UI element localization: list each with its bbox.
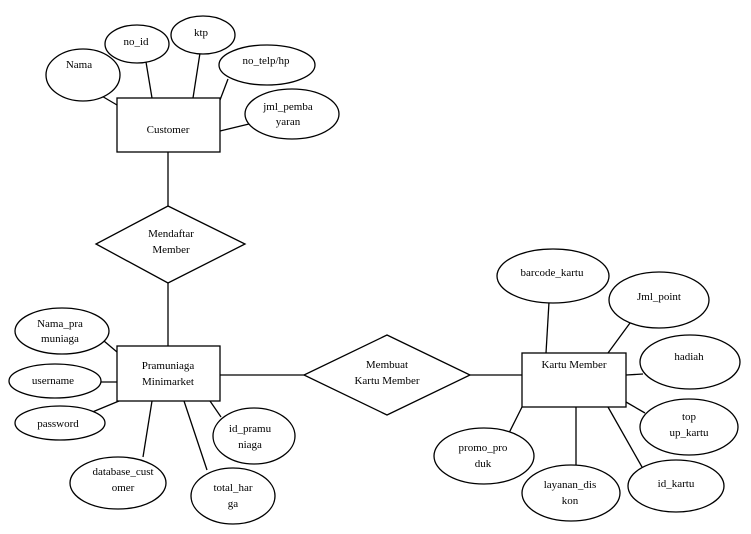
entity-pramuniaga-label-line2: Minimarket [142,376,194,388]
attribute-total-harga-line2: ga [228,498,239,510]
entity-customer-label: Customer [147,124,190,136]
attribute-database-customer-line2: omer [112,482,135,494]
entity-kartu-member-label: Kartu Member [541,359,606,371]
attribute-jml-point-label: Jml_point [637,291,681,303]
attribute-jml-pembayaran-line2: yaran [276,116,301,128]
attribute-layanan-diskon-line2: kon [562,495,579,507]
attribute-promo-produk-line1: promo_pro [459,442,508,454]
relationship-mendaftar-label-line1: Mendaftar [148,228,194,240]
attribute-nama-pramuniaga-line1: Nama_pra [37,318,83,330]
line-pramuniaga-total-harga [183,400,208,471]
relationship-membuat-kartu-member[interactable]: Membuat Kartu Member [302,334,472,416]
entity-kartu-member[interactable]: Kartu Member [521,352,627,408]
entity-pramuniaga-minimarket[interactable]: Pramuniaga Minimarket [116,345,221,402]
attribute-jml-pembayaran-line1: jml_pemba [262,101,313,113]
attribute-layanan-diskon[interactable]: layanan_dis kon [521,464,621,522]
attribute-database-customer-line1: database_cust [92,466,153,478]
attribute-nama-pramuniaga[interactable]: Nama_pra muniaga [14,307,110,355]
relationship-mendaftar-member[interactable]: Mendaftar Member [94,205,247,284]
connectors [89,52,646,471]
attribute-barcode-kartu-label: barcode_kartu [521,267,584,279]
line-kartu-barcode [545,301,550,354]
attribute-username[interactable]: username [8,363,102,399]
attribute-top-up-line2: up_kartu [669,427,709,439]
attribute-promo-produk[interactable]: promo_pro duk [433,427,535,485]
attribute-jml-pembayaran[interactable]: jml_pemba yaran [244,88,340,140]
attribute-nama-label: Nama [66,59,92,71]
line-customer-jml-pembayaran [219,123,250,132]
attribute-total-harga[interactable]: total_har ga [190,467,276,525]
attribute-total-harga-line1: total_har [213,482,252,494]
attribute-no-telp-hp[interactable]: no_telp/hp [218,44,316,86]
attribute-id-pramuniaga-line1: id_pramu [229,423,272,435]
attribute-ktp[interactable]: ktp [170,15,236,55]
attribute-ktp-label: ktp [194,27,209,39]
attribute-hadiah[interactable]: hadiah [639,334,741,390]
attribute-no-id[interactable]: no_id [104,24,170,64]
attribute-password[interactable]: password [14,405,106,441]
attribute-id-kartu[interactable]: id_kartu [627,459,725,513]
attribute-id-kartu-label: id_kartu [658,478,695,490]
entity-customer[interactable]: Customer [116,97,221,153]
line-customer-no-telp [219,78,229,101]
attribute-hadiah-label: hadiah [674,351,704,363]
relationship-mendaftar-label-line2: Member [152,244,190,256]
relationship-membuat-label-line1: Membuat [366,359,408,371]
attribute-id-pramuniaga[interactable]: id_pramu niaga [212,407,296,465]
attribute-database-customer[interactable]: database_cust omer [69,456,167,510]
attribute-layanan-diskon-line1: layanan_dis [544,479,597,491]
line-pramuniaga-password [89,400,120,414]
attribute-id-pramuniaga-line2: niaga [238,439,262,451]
attribute-top-up-line1: top [682,411,697,423]
line-customer-ktp [192,52,201,99]
attribute-no-id-label: no_id [123,36,149,48]
attribute-no-telp-label: no_telp/hp [242,55,290,67]
attribute-nama[interactable]: Nama [45,48,121,102]
attribute-jml-point[interactable]: Jml_point [608,271,710,329]
line-pramuniaga-id-pramuniaga [209,400,222,418]
attribute-top-up-kartu[interactable]: top up_kartu [639,398,739,456]
attribute-username-label: username [32,375,74,387]
line-kartu-hadiah [625,373,644,376]
line-customer-no-id [145,61,153,99]
line-kartu-top-up [625,401,646,414]
line-kartu-jml-point [607,322,631,354]
attribute-promo-produk-line2: duk [475,458,492,470]
attribute-barcode-kartu[interactable]: barcode_kartu [496,248,610,304]
line-pramuniaga-nama [103,340,118,353]
relationship-membuat-label-line2: Kartu Member [354,375,419,387]
attribute-nama-pramuniaga-line2: muniaga [41,333,79,345]
entity-pramuniaga-label-line1: Pramuniaga [142,360,195,372]
line-pramuniaga-database-customer [142,400,153,458]
line-kartu-id-kartu [607,406,643,468]
line-kartu-promo-produk [507,406,523,436]
attribute-password-label: password [37,418,79,430]
